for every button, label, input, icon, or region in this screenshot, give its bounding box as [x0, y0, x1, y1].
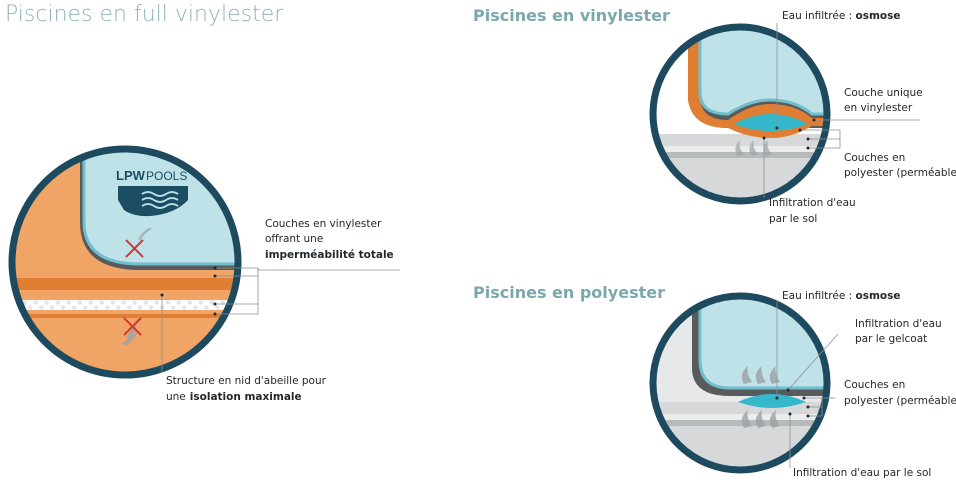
label-vinylester-layers-line1: Couches en vinylester: [265, 218, 382, 230]
label-vinyl-soil-line1: Infiltration d'eau: [769, 197, 856, 209]
vinylester-cross-section: [653, 27, 827, 201]
label-poly-soil: Infiltration d'eau par le sol: [793, 467, 931, 479]
polyester-ring: [649, 292, 831, 474]
lpw-pools-logo: LPW POOLS: [116, 168, 188, 217]
full-vinylester-leaders: [161, 267, 400, 372]
title-polyester: Piscines en polyester: [473, 283, 665, 302]
label-vinylester-layers-bold: imperméabilité totale: [265, 249, 394, 261]
svg-text:LPW: LPW: [116, 168, 146, 183]
label-vinyl-single-line1: Couche unique: [844, 87, 923, 99]
vinylester-leaders: [763, 23, 920, 198]
label-poly-gelcoat-line1: Infiltration d'eau: [855, 318, 942, 330]
blocked-water-icon-bottom: [122, 317, 142, 346]
label-vinyl-single-line2: en vinylester: [844, 102, 913, 114]
title-full-vinylester: Piscines en full vinylester: [5, 2, 284, 27]
blocked-water-icon-top: [125, 228, 152, 258]
label-poly-gelcoat-line2: par le gelcoat: [855, 333, 927, 345]
label-poly-layers-line2: polyester (perméable: [844, 395, 956, 407]
svg-text:POOLS: POOLS: [146, 169, 187, 183]
label-vinyl-poly-line2: polyester (perméable: [844, 167, 956, 179]
full-vinylester-ring: [8, 145, 242, 379]
label-poly-osmose: Eau infiltrée : osmose: [782, 290, 901, 302]
label-vinyl-osmose: Eau infiltrée : osmose: [782, 10, 901, 22]
polyester-leaders: [776, 300, 839, 468]
label-poly-layers-line1: Couches en: [844, 379, 905, 391]
label-vinylester-layers-line2: offrant une: [265, 233, 323, 245]
title-vinylester: Piscines en vinylester: [473, 6, 670, 25]
label-honeycomb-line1: Structure en nid d'abeille pour: [166, 375, 327, 387]
label-vinyl-poly-line1: Couches en: [844, 152, 905, 164]
label-vinyl-soil-line2: par le sol: [769, 213, 817, 225]
vinylester-ring: [649, 23, 831, 205]
